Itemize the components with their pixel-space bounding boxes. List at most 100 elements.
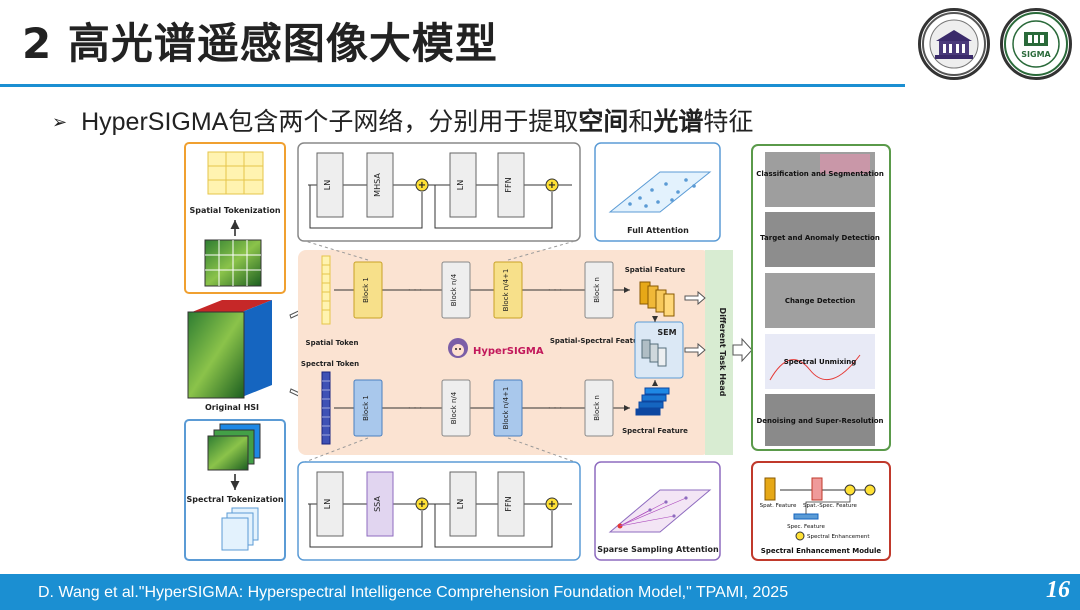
bullet-point: ➢ HyperSIGMA包含两个子网络，分别用于提取空间和光谱特征 bbox=[52, 102, 753, 138]
bottom-add-1-icon bbox=[415, 497, 429, 511]
university-logo bbox=[918, 8, 990, 80]
task-classification: Classification and Segmentation bbox=[756, 152, 884, 207]
citation-text: D. Wang et al."HyperSIGMA: Hyperspectral… bbox=[38, 584, 789, 601]
top-ffn bbox=[497, 152, 525, 218]
top-ln-1 bbox=[316, 152, 344, 218]
bullet-text-before: HyperSIGMA包含两个子网络，分别用于提取 bbox=[81, 108, 579, 136]
full-attention-label: Full Attention bbox=[627, 226, 689, 235]
page-number: 16 bbox=[1046, 577, 1070, 603]
spectral-tokenization-label: Spectral Tokenization bbox=[186, 495, 283, 504]
spatial-feature-stack-icon bbox=[639, 281, 675, 317]
spatial-token-column bbox=[321, 255, 331, 325]
spatial-ellipsis-1: · · · bbox=[408, 286, 422, 296]
spectral-block-n4 bbox=[441, 379, 471, 437]
task-3-label: Change Detection bbox=[785, 297, 855, 305]
spatial-block-pipeline: LN MHSA + LN FFN + bbox=[308, 152, 572, 229]
sparse-attention-plane-icon bbox=[608, 489, 712, 533]
svg-text:SIGMA: SIGMA bbox=[1021, 50, 1051, 59]
spatial-ellipsis-2: · · · bbox=[548, 286, 562, 296]
footer-bar: D. Wang et al."HyperSIGMA: Hyperspectral… bbox=[0, 574, 1080, 610]
spectral-token-label: Spectral Token bbox=[301, 360, 359, 368]
top-ln-1-label: LN bbox=[323, 180, 332, 190]
spatial-token-cubes-icon bbox=[207, 151, 264, 195]
task-denoising: Denoising and Super-Resolution bbox=[756, 394, 884, 446]
spatial-spectral-feature-label: Spatial-Spectral Feature bbox=[550, 337, 647, 345]
spectral-block-n4-label: Block n/4 bbox=[450, 391, 458, 424]
spectral-enhancement-icon bbox=[795, 531, 805, 541]
task-head-bar bbox=[705, 250, 733, 455]
task-4-label: Spectral Unmixing bbox=[784, 358, 857, 366]
bullet-text-middle: 和 bbox=[628, 108, 654, 136]
spatial-block-n4plus1-label: Block n/4+1 bbox=[502, 269, 510, 312]
top-ln-2-label: LN bbox=[456, 180, 465, 190]
spectral-feature-label: Spectral Feature bbox=[622, 427, 688, 435]
top-ln-2 bbox=[449, 152, 477, 218]
sem-spat-feature-label: Spat. Feature bbox=[760, 503, 797, 509]
spectral-block-1 bbox=[353, 379, 383, 437]
task-2-label: Target and Anomaly Detection bbox=[760, 234, 880, 242]
bullet-arrow-icon: ➢ bbox=[52, 112, 68, 132]
sem-label: SEM bbox=[657, 328, 676, 337]
hypersigma-logo-text: HyperSIGMA bbox=[473, 346, 544, 357]
spectral-block-1-label: Block 1 bbox=[362, 395, 370, 421]
top-mhsa-label: MHSA bbox=[373, 173, 382, 197]
sem-module-diagram: Spat. Feature Spat.-Spec. Feature Spec. … bbox=[760, 477, 876, 541]
full-attention-plane-icon bbox=[608, 171, 712, 213]
bottom-ln-2 bbox=[449, 471, 477, 537]
spatial-branch: Block 1 · · · Block n/4 Block n/4+1 · · … bbox=[334, 261, 630, 319]
sem-spat-spec-feature-label: Spat.-Spec. Feature bbox=[803, 503, 858, 509]
spatial-block-n4-label: Block n/4 bbox=[450, 273, 458, 306]
bottom-ffn-label: FFN bbox=[504, 496, 513, 511]
hypersigma-mascot-icon bbox=[448, 338, 468, 358]
top-add-2-icon bbox=[545, 178, 559, 192]
spectral-block-pipeline: LN SSA + LN FFN + bbox=[308, 471, 572, 548]
top-ffn-label: FFN bbox=[504, 177, 513, 192]
bullet-bold-spectral: 光谱 bbox=[653, 108, 704, 136]
bottom-ffn bbox=[497, 471, 525, 537]
to-tasks-arrow-icon bbox=[732, 337, 753, 363]
spectral-band-stack-icon bbox=[207, 423, 261, 471]
original-hsi-cube-icon bbox=[187, 300, 272, 399]
spatial-block-n4plus1 bbox=[493, 261, 523, 319]
slide-title: 2 高光谱遥感图像大模型 bbox=[22, 19, 498, 68]
task-spectral-unmixing: Spectral Unmixing bbox=[765, 334, 875, 389]
bottom-ssa-label: SSA bbox=[373, 496, 382, 512]
svg-text:+: + bbox=[548, 499, 556, 510]
spatial-block-n4 bbox=[441, 261, 471, 319]
spatial-patch-grid-icon bbox=[204, 239, 262, 287]
spectral-ellipsis-2: · · · bbox=[548, 404, 562, 414]
sem-spectral-enhancement-label: Spectral Enhancement bbox=[807, 534, 870, 540]
bottom-ln-1-label: LN bbox=[323, 499, 332, 509]
sigma-lab-logo: SIGMA bbox=[1000, 8, 1072, 80]
sem-module-box bbox=[751, 461, 891, 561]
sparse-attention-label: Sparse Sampling Attention bbox=[597, 545, 719, 554]
spatial-block-1 bbox=[353, 261, 383, 319]
task-target-detection: Target and Anomaly Detection bbox=[760, 212, 880, 267]
task-change-detection: Change Detection bbox=[765, 273, 875, 328]
spectral-branch: Block 1 · · · Block n/4 Block n/4+1 · · … bbox=[334, 379, 630, 437]
task-5-label: Denoising and Super-Resolution bbox=[756, 417, 883, 425]
bottom-ssa bbox=[366, 471, 394, 537]
spatial-block-n bbox=[584, 261, 614, 319]
bottom-ln-1 bbox=[316, 471, 344, 537]
top-add-1-icon bbox=[415, 178, 429, 192]
spatial-tokenization-label: Spatial Tokenization bbox=[189, 206, 280, 215]
spectral-token-sheets-icon bbox=[221, 507, 259, 551]
spectral-block-n4plus1-label: Block n/4+1 bbox=[502, 387, 510, 430]
svg-text:+: + bbox=[548, 180, 556, 191]
bottom-ln-2-label: LN bbox=[456, 499, 465, 509]
spectral-block-n-label: Block n bbox=[593, 395, 601, 421]
spatial-feature-label: Spatial Feature bbox=[625, 266, 686, 274]
task-1-label: Classification and Segmentation bbox=[756, 170, 884, 178]
spectral-feature-stack-icon bbox=[635, 387, 670, 416]
spatial-token-label: Spatial Token bbox=[306, 339, 359, 347]
sem-module-title: Spectral Enhancement Module bbox=[761, 547, 882, 555]
task-head-label: Different Task Head bbox=[718, 308, 727, 397]
spectral-block-n4plus1 bbox=[493, 379, 523, 437]
bottom-add-2-icon bbox=[545, 497, 559, 511]
spatial-block-n-label: Block n bbox=[593, 277, 601, 303]
bullet-text-after: 特征 bbox=[703, 108, 754, 136]
original-hsi-label: Original HSI bbox=[205, 403, 259, 412]
bullet-bold-spatial: 空间 bbox=[578, 108, 629, 136]
svg-text:+: + bbox=[418, 180, 426, 191]
